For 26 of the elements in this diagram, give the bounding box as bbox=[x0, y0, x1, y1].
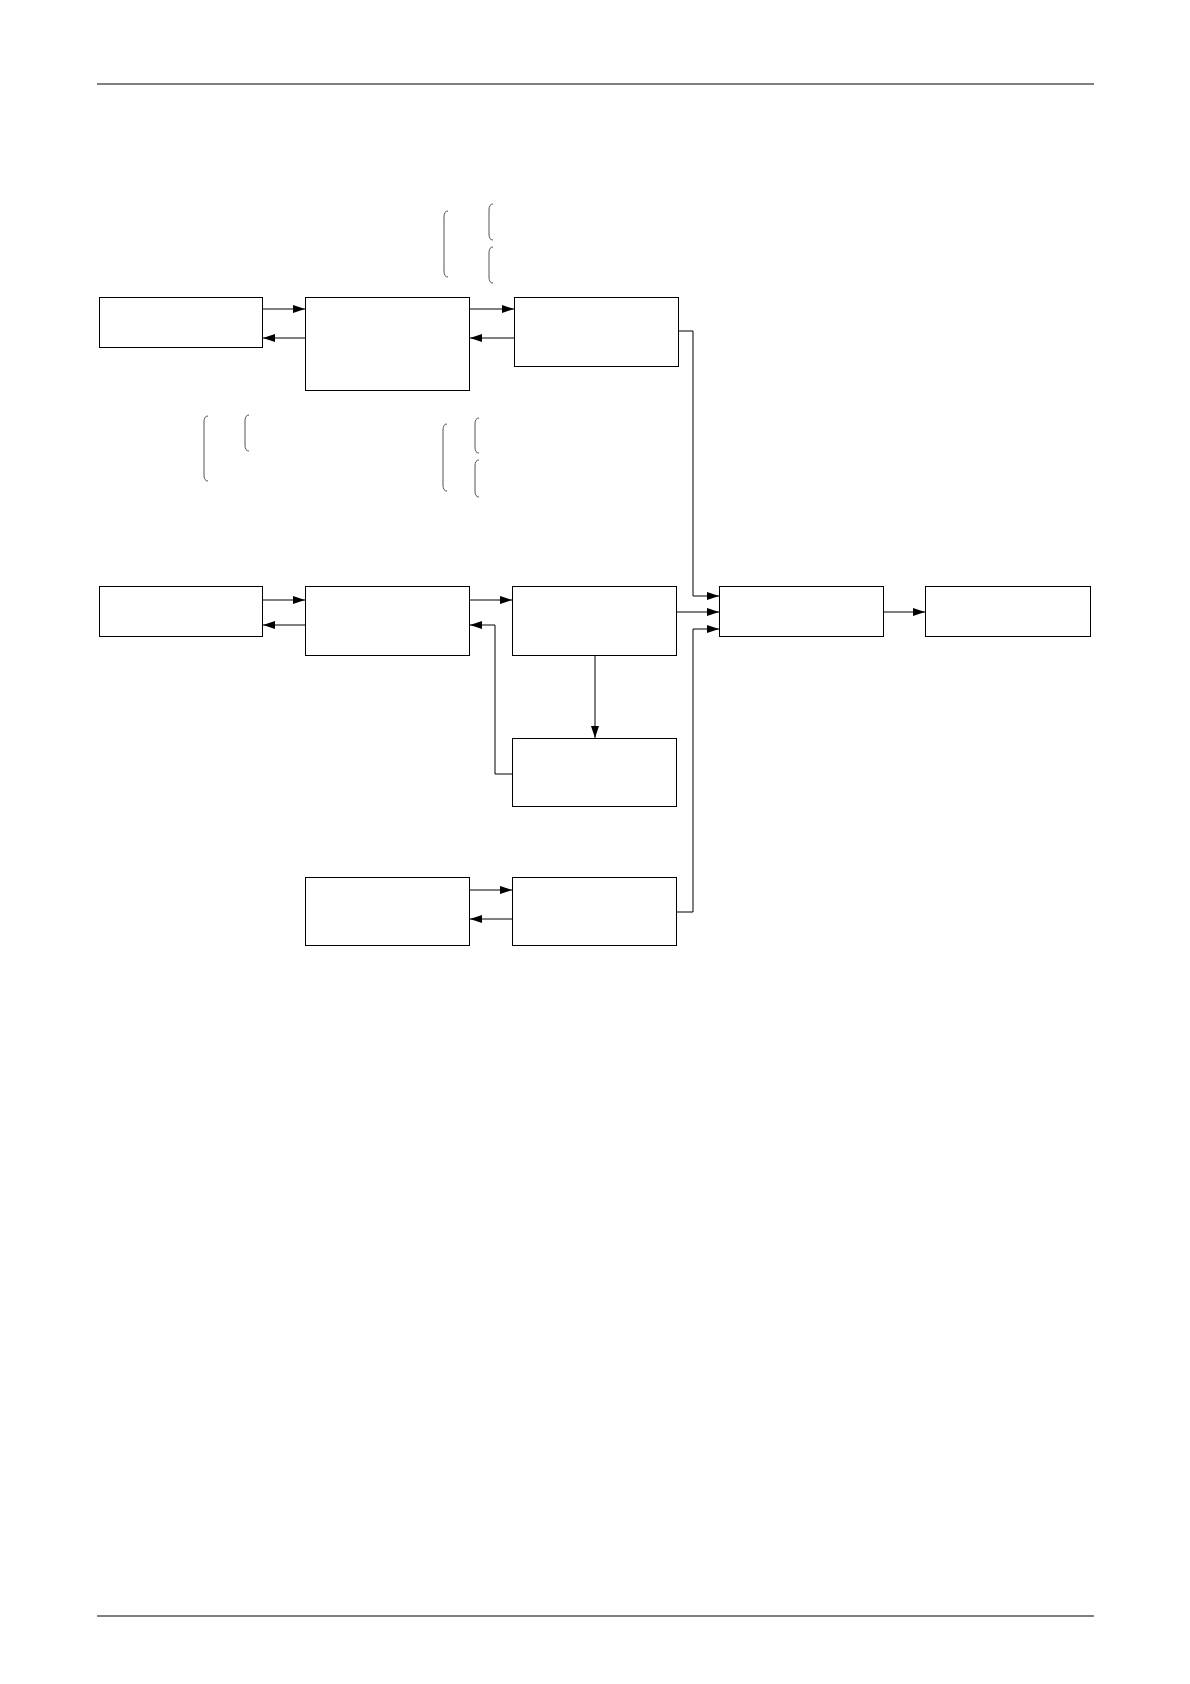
block-box bbox=[512, 877, 677, 946]
arrow bbox=[469, 596, 513, 604]
block-box bbox=[99, 297, 263, 348]
block-box bbox=[512, 586, 677, 656]
arrow bbox=[262, 621, 306, 629]
block-box bbox=[514, 297, 679, 367]
block-box bbox=[925, 586, 1091, 637]
arrow bbox=[469, 915, 513, 923]
arrow bbox=[262, 334, 306, 342]
arrow bbox=[676, 608, 720, 616]
arrow bbox=[262, 305, 306, 313]
block-box bbox=[512, 738, 677, 807]
arrow bbox=[469, 886, 513, 894]
arrow bbox=[469, 334, 515, 342]
block-box bbox=[719, 586, 884, 637]
block-box bbox=[305, 297, 470, 391]
arrow bbox=[678, 330, 720, 600]
arrow bbox=[591, 655, 599, 739]
arrow bbox=[469, 621, 513, 775]
arrow bbox=[883, 608, 926, 616]
arrow bbox=[262, 596, 306, 604]
arrow bbox=[676, 625, 720, 913]
block-box bbox=[99, 586, 263, 637]
block-box bbox=[305, 877, 470, 946]
block-box bbox=[305, 586, 470, 656]
arrow bbox=[469, 305, 515, 313]
